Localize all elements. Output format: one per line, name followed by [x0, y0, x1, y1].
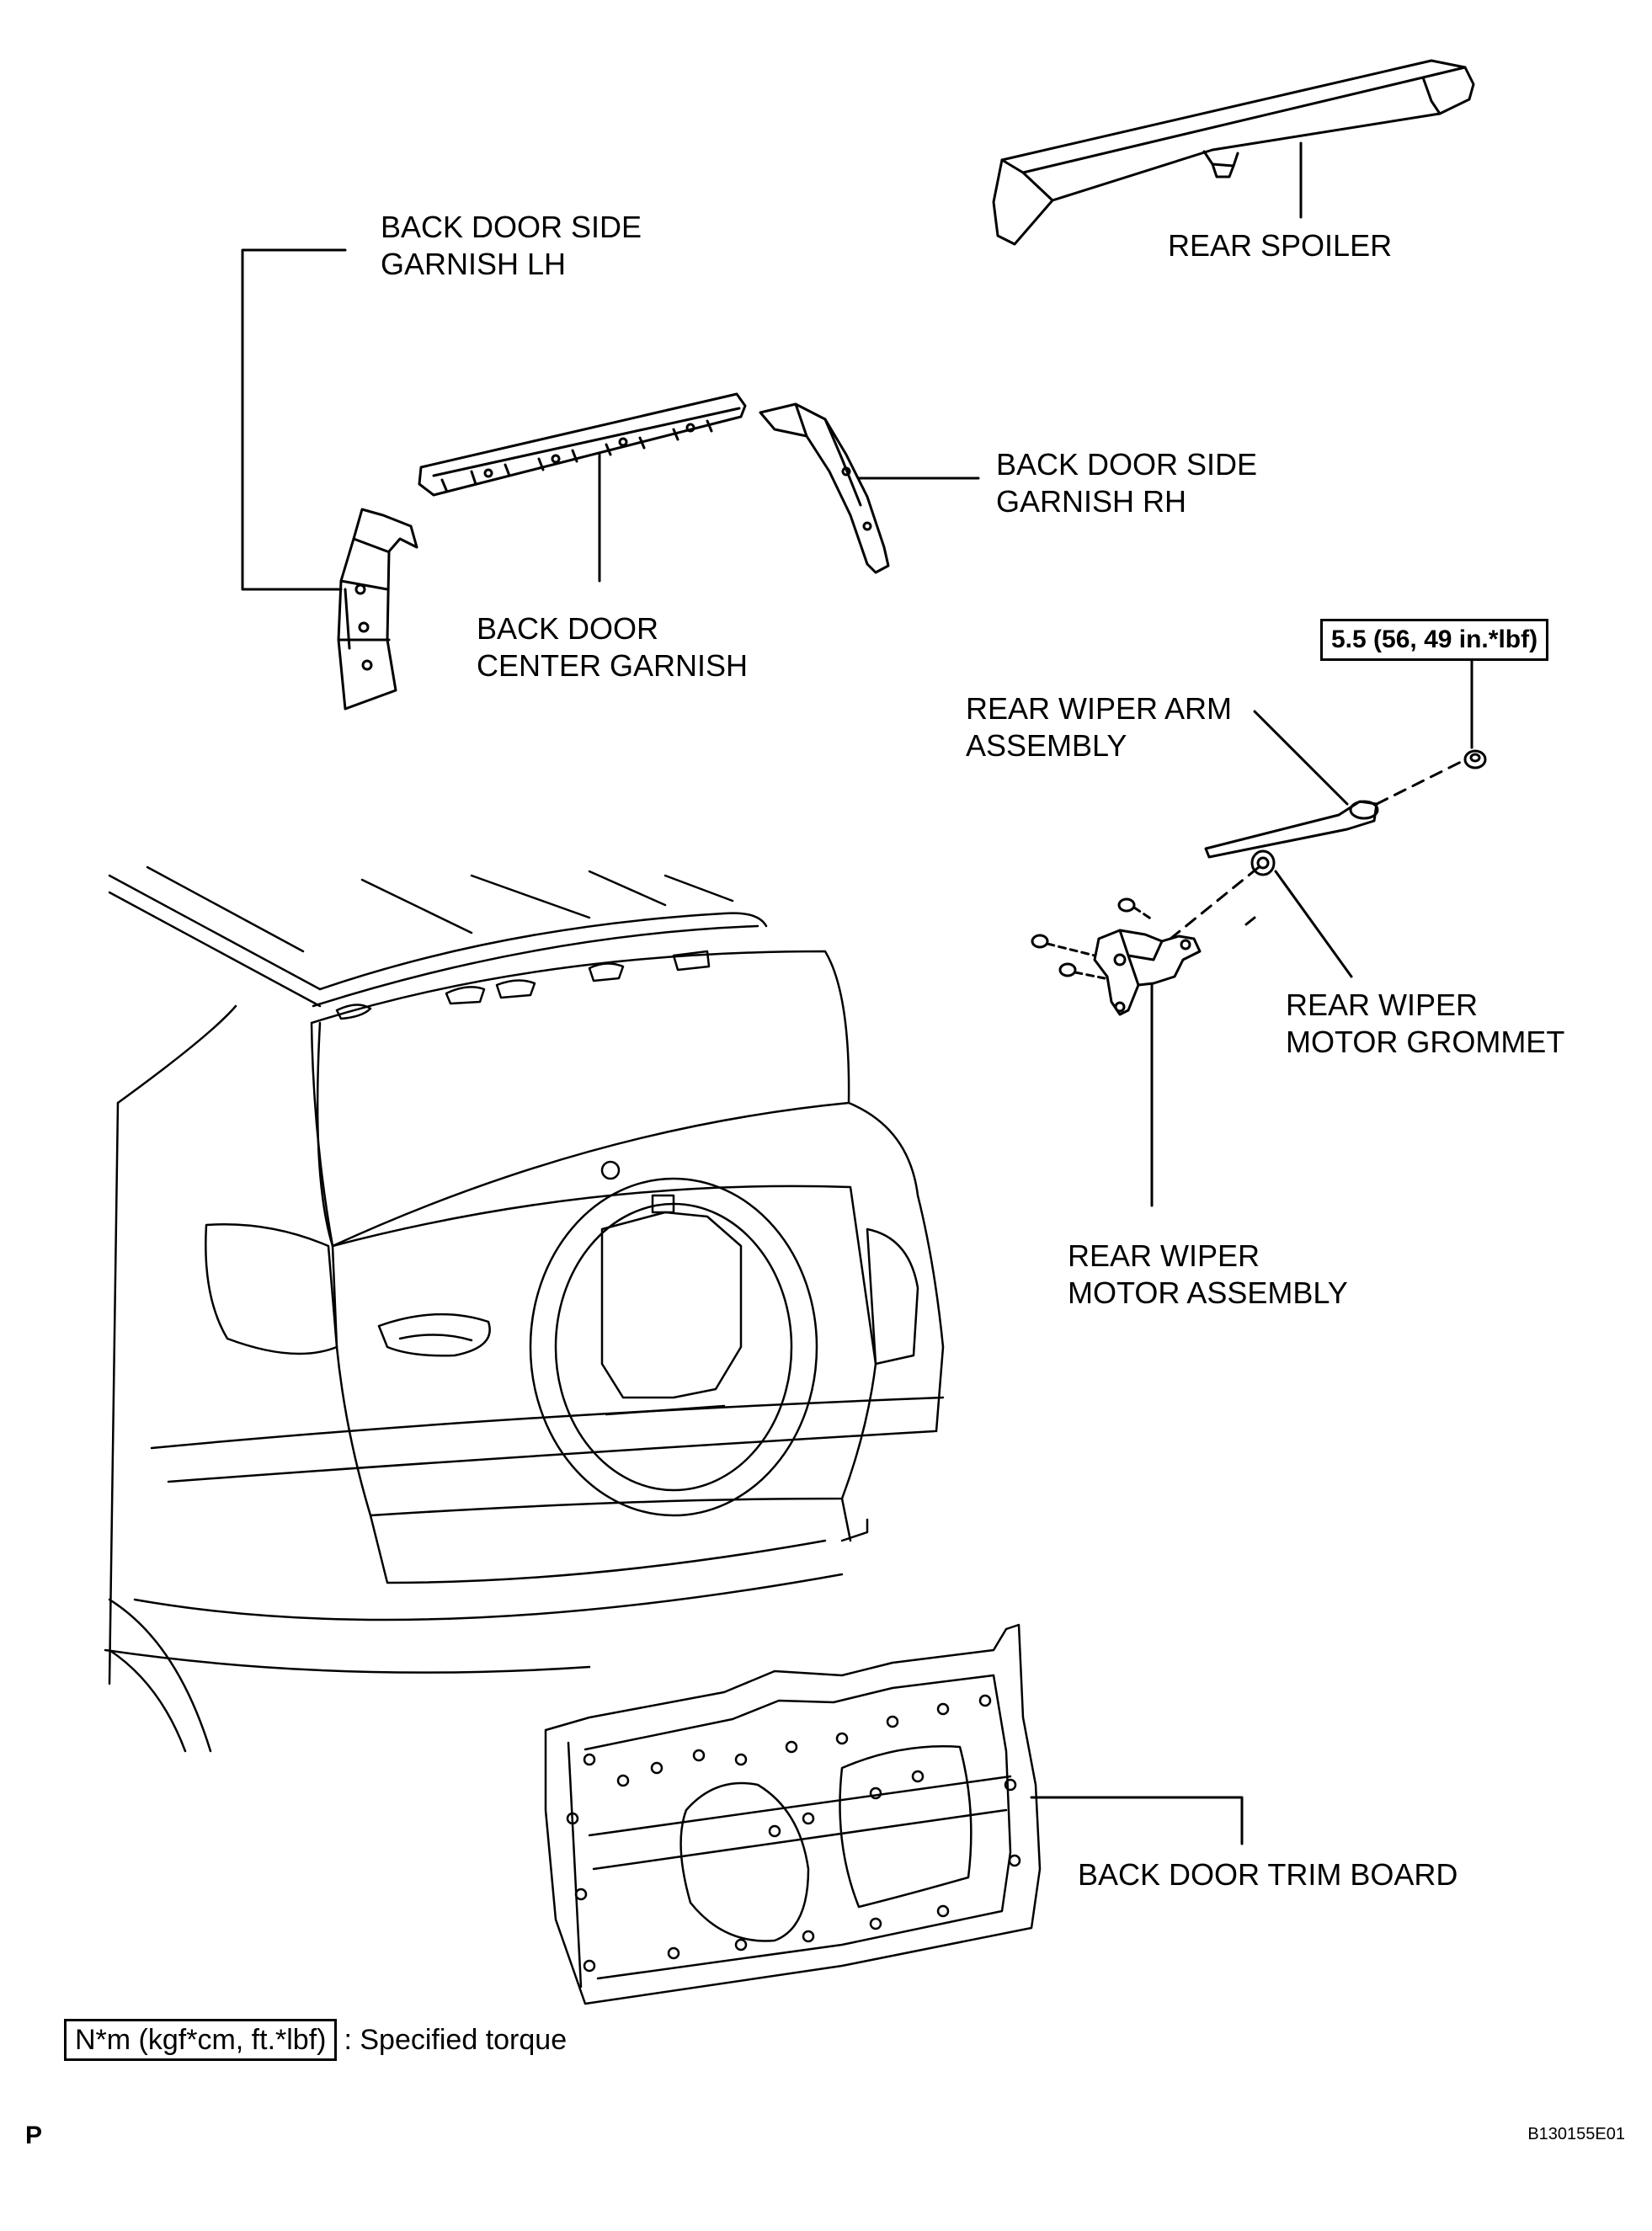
label-line: GARNISH RH: [996, 484, 1187, 519]
label-line: REAR WIPER: [1068, 1238, 1260, 1273]
side-garnish-rh-part: [759, 402, 890, 574]
torque-legend: N*m (kgf*cm, ft.*lbf): Specified torque: [64, 2019, 567, 2061]
label-line: BACK DOOR SIDE: [381, 210, 642, 244]
label-line: GARNISH LH: [381, 247, 567, 281]
label-line: REAR WIPER: [1286, 988, 1479, 1022]
side-garnish-lh-leader: [241, 248, 347, 591]
wiper-grommet-leader: [1274, 870, 1353, 978]
label-line: BACK DOOR SIDE: [996, 447, 1258, 482]
label-line: BACK DOOR TRIM BOARD: [1078, 1857, 1458, 1892]
motor-axis-dashed: [1244, 916, 1256, 926]
center-garnish-part: [418, 392, 747, 497]
side-garnish-lh-part: [337, 508, 418, 711]
label-line: ASSEMBLY: [966, 728, 1127, 763]
label-wiper-motor: REAR WIPER MOTOR ASSEMBLY: [1068, 1238, 1348, 1312]
vehicle-rear-body: [104, 865, 945, 1753]
legend-description: : Specified torque: [344, 2024, 568, 2056]
corner-letter: P: [25, 2122, 43, 2149]
wiper-motor-bolts: [1031, 897, 1154, 980]
label-side-garnish-lh: BACK DOOR SIDE GARNISH LH: [381, 209, 642, 283]
label-line: MOTOR GROMMET: [1286, 1025, 1565, 1059]
wiper-nut-part: [1463, 749, 1487, 769]
rear-spoiler-part: [992, 59, 1475, 246]
figure-code: B130155E01: [1527, 2125, 1625, 2143]
label-trim-board: BACK DOOR TRIM BOARD: [1078, 1856, 1457, 1893]
label-side-garnish-rh: BACK DOOR SIDE GARNISH RH: [996, 446, 1257, 520]
label-wiper-grommet: REAR WIPER MOTOR GROMMET: [1286, 987, 1564, 1061]
trim-board-part: [544, 1623, 1042, 2005]
motor-axis-dashed-2: [1169, 865, 1260, 940]
label-line: BACK DOOR: [477, 611, 659, 646]
wiper-grommet-part: [1250, 849, 1276, 876]
label-line: MOTOR ASSEMBLY: [1068, 1275, 1348, 1310]
label-line: CENTER GARNISH: [477, 648, 749, 683]
torque-spec-box: 5.5 (56, 49 in.*lbf): [1320, 619, 1549, 661]
label-rear-spoiler: REAR SPOILER: [1168, 227, 1392, 264]
wiper-axis-dashed: [1375, 760, 1463, 806]
label-line: REAR SPOILER: [1168, 228, 1393, 263]
trim-board-leader: [1030, 1796, 1244, 1845]
legend-unit-box: N*m (kgf*cm, ft.*lbf): [64, 2019, 338, 2061]
label-wiper-arm: REAR WIPER ARM ASSEMBLY: [966, 690, 1232, 764]
label-center-garnish: BACK DOOR CENTER GARNISH: [477, 610, 748, 684]
wiper-arm-part: [1204, 800, 1379, 859]
label-line: REAR WIPER ARM: [966, 691, 1233, 726]
wiper-motor-part: [1093, 929, 1202, 1016]
wiper-arm-leader: [1253, 710, 1349, 806]
